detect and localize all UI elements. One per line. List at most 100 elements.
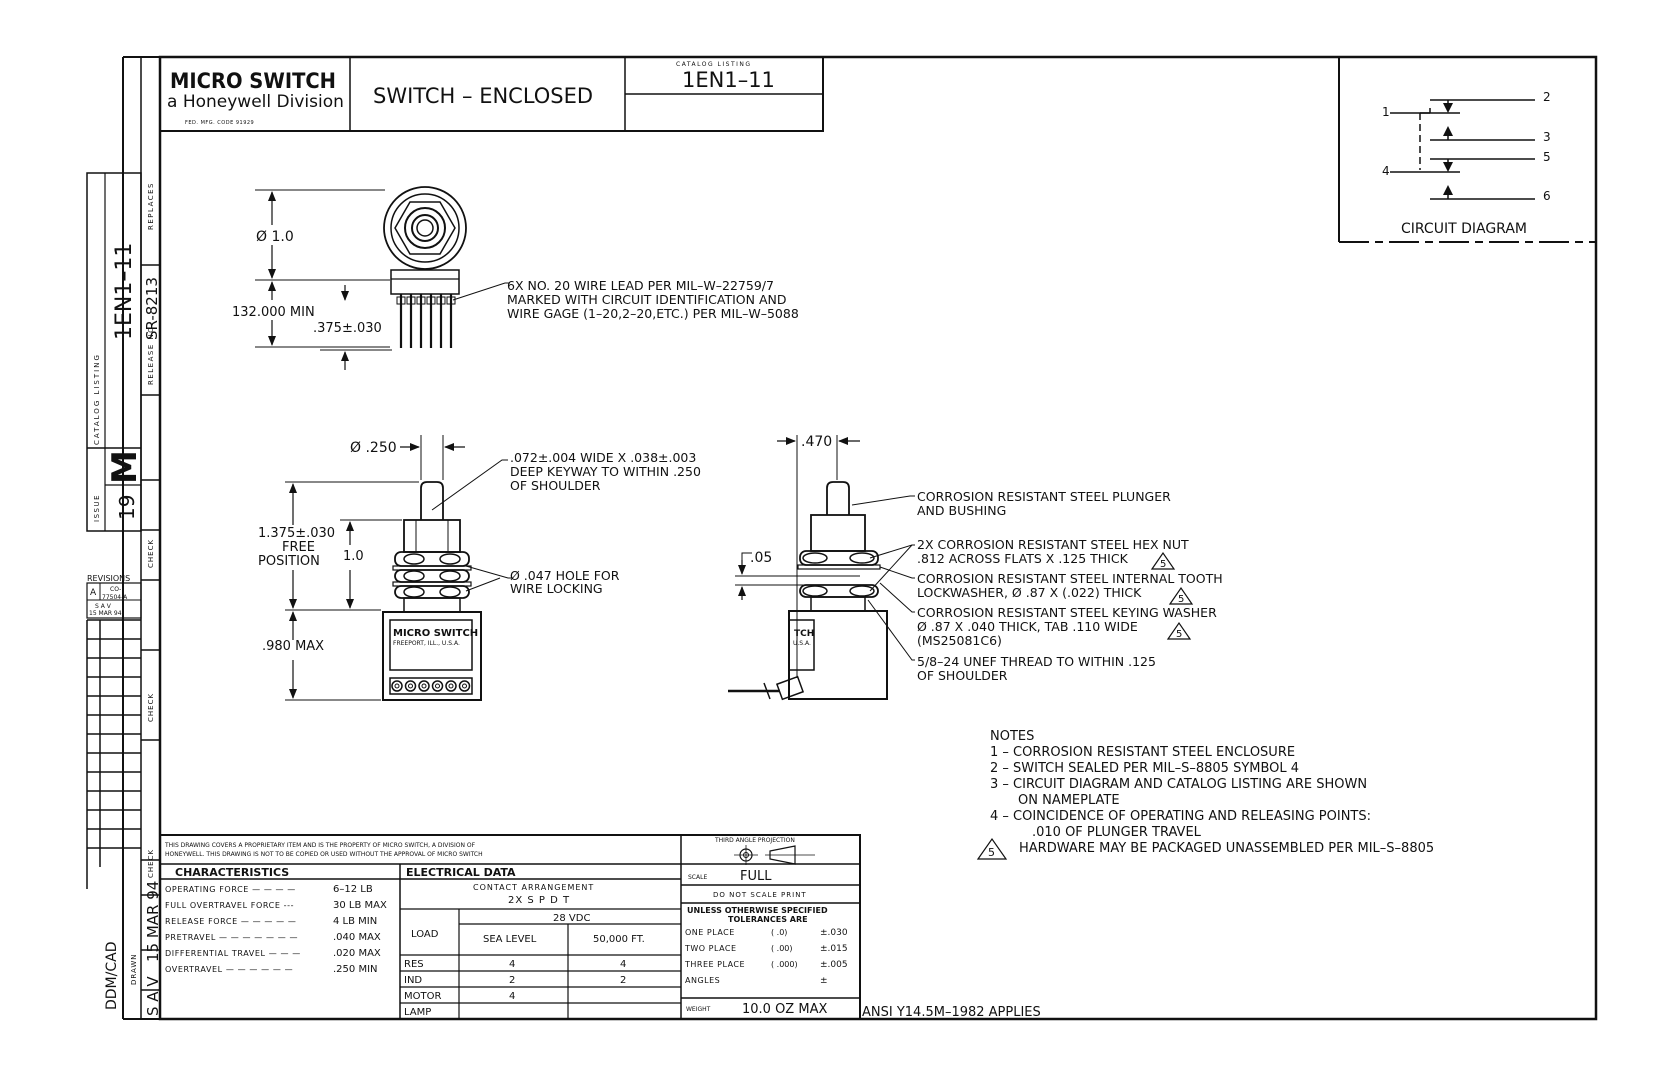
- catalog-listing-side: 1EN1–11: [112, 243, 137, 340]
- callout-plunger-1: CORROSION RESISTANT STEEL PLUNGER: [917, 489, 1171, 504]
- rev-date: 15 MAR 94: [89, 610, 122, 617]
- catalog-listing-side-label: CATALOG LISTING: [93, 353, 101, 445]
- tolerance-value: ±: [820, 976, 828, 986]
- bushing-length-dim: 1.0: [343, 549, 364, 564]
- rev-letter: A: [90, 588, 97, 598]
- top-diameter-dim: Ø 1.0: [256, 229, 294, 245]
- terminal-hole-inner: [462, 683, 467, 689]
- side-nameplate-2: U.S.A.: [793, 640, 811, 647]
- drawing-border: [158, 55, 1598, 1021]
- revisions-block: REVISIONS A CO- 77504-A S A V 15 MAR 94: [86, 574, 142, 889]
- callout-lockwasher-2: LOCKWASHER, Ø .87 X (.022) THICK: [917, 585, 1142, 600]
- plunger-diameter-dim: Ø .250: [350, 440, 397, 456]
- revisions-label: REVISIONS: [87, 574, 130, 583]
- terminal-1: 1: [1382, 105, 1390, 119]
- rev-by: S A V: [95, 603, 112, 610]
- callout-hexnut-1: 2X CORROSION RESISTANT STEEL HEX NUT: [917, 537, 1189, 552]
- drawn-by: S A V: [144, 976, 162, 1016]
- lead-terminal: [436, 296, 446, 305]
- do-not-scale: DO NOT SCALE PRINT: [713, 891, 807, 899]
- terminal-4: 4: [1382, 164, 1390, 178]
- drawn-date: 15 MAR 94: [144, 881, 162, 962]
- electrical-load: RES: [404, 959, 424, 970]
- contact-arrangement-label: CONTACT ARRANGEMENT: [473, 883, 594, 892]
- characteristic-label: FULL OVERTRAVEL FORCE ---: [165, 901, 294, 910]
- issue-value: 19: [115, 495, 139, 520]
- front-nameplate-1: MICRO SWITCH: [393, 628, 478, 639]
- top-length-dim: 132.000 MIN: [232, 305, 315, 320]
- note-5: HARDWARE MAY BE PACKAGED UNASSEMBLED PER…: [1019, 841, 1434, 856]
- issue-letter: M: [105, 450, 145, 484]
- bottom-tables: THIS DRAWING COVERS A PROPRIETARY ITEM A…: [159, 834, 1041, 1020]
- electrical-altitude: 4: [620, 959, 626, 970]
- side-strip: REPLACES RELEASE NO. SR-8213 CHECK CHECK…: [86, 172, 162, 1016]
- tolerance-label: THREE PLACE: [684, 960, 745, 969]
- notes: NOTES 1 – CORROSION RESISTANT STEEL ENCL…: [976, 729, 1434, 860]
- terminal-hole: [418, 680, 430, 692]
- terminal-hole: [445, 680, 457, 692]
- free-position-dim-1: 1.375±.030: [258, 526, 335, 541]
- front-nameplate-2: FREEPORT, ILL., U.S.A.: [393, 640, 460, 647]
- company-logo: MICRO SWITCH: [170, 69, 336, 93]
- terminal-hole-inner: [408, 683, 413, 689]
- check-label-1: CHECK: [147, 539, 155, 568]
- front-view: MICRO SWITCH FREEPORT, ILL., U.S.A. Ø .2…: [258, 435, 701, 701]
- tolerance-value: ±.005: [820, 960, 848, 970]
- release-no-label: RELEASE NO.: [147, 322, 155, 385]
- hole-note-1: Ø .047 HOLE FOR: [510, 568, 620, 583]
- side-gap-dim: .05: [750, 550, 772, 566]
- check-label-3: CHECK: [147, 849, 155, 878]
- terminal-hole: [458, 680, 471, 692]
- callout-keying-2: Ø .87 X .040 THICK, TAB .110 WIDE: [917, 619, 1138, 634]
- electrical-load: IND: [404, 975, 422, 986]
- keyway-note-2: DEEP KEYWAY TO WITHIN .250: [510, 464, 701, 479]
- replaces-label: REPLACES: [147, 182, 155, 230]
- side-width-dim: .470: [801, 434, 832, 450]
- characteristic-label: OPERATING FORCE — — — —: [165, 885, 296, 894]
- characteristic-label: PRETRAVEL — — — — — — —: [165, 933, 298, 942]
- tolerance-label: ANGLES: [685, 976, 720, 985]
- lead-terminal: [416, 296, 426, 305]
- wire-note-1: 6X NO. 20 WIRE LEAD PER MIL–W–22759/7: [507, 278, 774, 293]
- characteristic-value: .020 MAX: [333, 948, 381, 959]
- callout-lockwasher-flag: 5: [1178, 594, 1184, 605]
- callout-keying-flag: 5: [1176, 629, 1182, 640]
- circuit-diagram: 1 2 3 4 5 6 CIRCUIT DIAGRAM: [1338, 57, 1596, 243]
- catalog-listing: 1EN1–11: [682, 68, 775, 92]
- issue-label: ISSUE: [93, 494, 101, 522]
- tolerance-value: ±.015: [820, 944, 848, 954]
- terminal-hole: [404, 680, 417, 692]
- tolerance-label: TWO PLACE: [684, 944, 737, 953]
- scale-value: FULL: [740, 869, 772, 884]
- free-position-dim-2: FREE: [282, 540, 315, 555]
- keyway-note-3: OF SHOULDER: [510, 478, 601, 493]
- callout-hexnut-2: .812 ACROSS FLATS X .125 THICK: [917, 551, 1129, 566]
- electrical-altitude: 2: [620, 975, 626, 986]
- terminal-5: 5: [1543, 150, 1551, 164]
- terminal-hole: [431, 680, 444, 692]
- altitude-header: 50,000 FT.: [593, 934, 645, 945]
- terminal-hole-inner: [448, 683, 454, 689]
- wire-note-3: WIRE GAGE (1–20,2–20,ETC.) PER MIL–W–508…: [507, 306, 799, 321]
- characteristic-label: OVERTRAVEL — — — — — —: [165, 965, 293, 974]
- drawing-title: SWITCH – ENCLOSED: [373, 84, 593, 108]
- lead-terminal: [396, 296, 406, 305]
- drawn-label: DRAWN: [130, 953, 138, 985]
- callout-keying-3: (MS25081C6): [917, 633, 1002, 648]
- load-label: LOAD: [411, 929, 439, 940]
- terminal-2: 2: [1543, 90, 1551, 104]
- note-5-flag: 5: [988, 846, 995, 859]
- proprietary-line-1: THIS DRAWING COVERS A PROPRIETARY ITEM A…: [164, 842, 476, 849]
- side-nameplate-1: TCH: [794, 629, 814, 639]
- note-1: 1 – CORROSION RESISTANT STEEL ENCLOSURE: [990, 745, 1295, 760]
- tolerance-value: ±.030: [820, 928, 848, 938]
- ddm-cad-label: DDM/CAD: [104, 942, 120, 1011]
- electrical-sea-level: 4: [509, 991, 515, 1002]
- characteristic-value: .040 MAX: [333, 932, 381, 943]
- keyway-note-1: .072±.004 WIDE X .038±.003: [510, 450, 696, 465]
- characteristic-label: RELEASE FORCE — — — — —: [165, 917, 297, 926]
- contact-arrangement-value: 2X S P D T: [508, 895, 570, 906]
- electrical-sea-level: 2: [509, 975, 515, 986]
- release-no: SR-8213: [143, 277, 161, 340]
